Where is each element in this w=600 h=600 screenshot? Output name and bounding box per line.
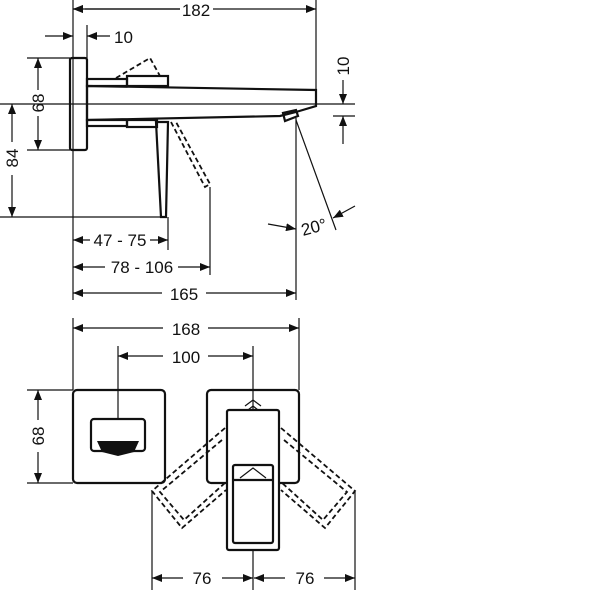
- dim-100: 100: [172, 348, 200, 367]
- dim-84: 84: [3, 149, 22, 168]
- dim-165: 165: [170, 285, 198, 304]
- dim-68-side: 68: [29, 94, 48, 113]
- dim-68-front: 68: [29, 427, 48, 446]
- lever-side: [154, 120, 170, 219]
- dim-47-75: 47 - 75: [94, 231, 147, 250]
- dim-78-106: 78 - 106: [111, 258, 173, 277]
- dim-10-plate: 10: [114, 28, 133, 47]
- dim-angle: 20°: [299, 215, 329, 240]
- dim-10-spout: 10: [334, 57, 353, 76]
- dim-168: 168: [172, 320, 200, 339]
- dim-76-right: 76: [296, 569, 315, 588]
- front-view: 168 100 68 76 76: [27, 318, 357, 590]
- dim-76-left: 76: [193, 569, 212, 588]
- dim-182: 182: [182, 1, 210, 20]
- aerator: [281, 108, 300, 123]
- side-view: 182 10 68 84 10 20° 47 - 75 78 - 106 165: [0, 0, 356, 304]
- spout-side: [85, 84, 318, 122]
- mixer-plate: [71, 388, 167, 485]
